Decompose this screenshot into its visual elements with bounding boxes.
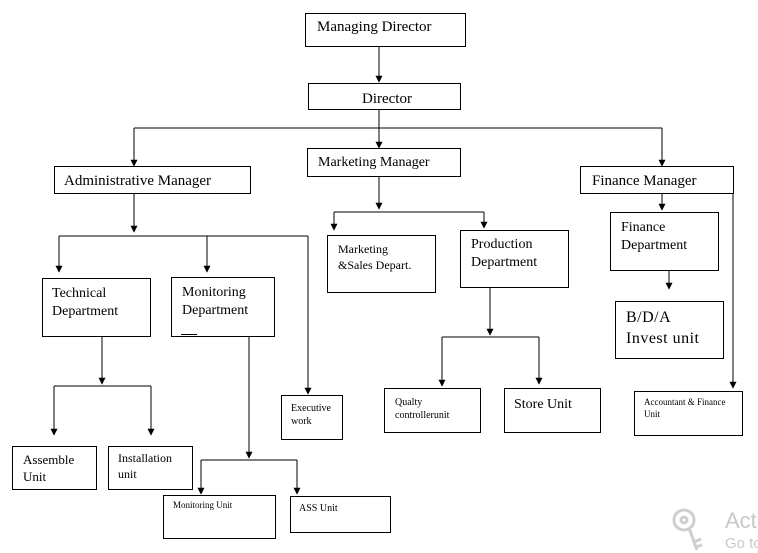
box-bda-invest: B/D/A Invest unit bbox=[615, 301, 724, 359]
label-monitoring-department: Monitoring Department bbox=[182, 285, 249, 319]
monitoring-dept-underline-mark bbox=[181, 334, 197, 335]
box-executive-work: Executive work bbox=[281, 395, 343, 440]
box-marketing-sales: Marketing &Sales Depart. bbox=[327, 235, 436, 293]
label-production-department: Production Department bbox=[471, 237, 538, 271]
label-finance-manager: Finance Manager bbox=[592, 173, 697, 189]
label-ass-unit: ASS Unit bbox=[299, 503, 338, 514]
box-administrative-manager: Administrative Manager bbox=[54, 166, 251, 194]
box-marketing-manager: Marketing Manager bbox=[307, 148, 461, 177]
label-monitoring-unit: Monitoring Unit bbox=[173, 500, 233, 510]
label-finance-department: Finance Department bbox=[621, 220, 688, 254]
label-administrative-manager: Administrative Manager bbox=[64, 173, 212, 189]
box-ass-unit: ASS Unit bbox=[290, 496, 391, 533]
label-marketing-manager: Marketing Manager bbox=[318, 155, 430, 170]
label-technical-department: Technical Department bbox=[52, 286, 119, 320]
watermark-line-2: Go to bbox=[725, 535, 758, 552]
watermark-line-1: Acti bbox=[725, 508, 758, 533]
box-production-department: Production Department bbox=[460, 230, 569, 288]
box-store-unit: Store Unit bbox=[504, 388, 601, 433]
box-assemble-unit: Assemble Unit bbox=[12, 446, 97, 490]
activation-watermark: Acti Go to bbox=[668, 504, 758, 553]
box-quality-controller: Qualty controllerunit bbox=[384, 388, 481, 433]
box-finance-manager: Finance Manager bbox=[580, 166, 734, 194]
box-technical-department: Technical Department bbox=[42, 278, 151, 337]
box-accountant-finance: Accountant & Finance Unit bbox=[634, 391, 743, 436]
label-managing-director: Managing Director bbox=[317, 19, 432, 35]
box-monitoring-unit: Monitoring Unit bbox=[163, 495, 276, 539]
label-director: Director bbox=[362, 91, 412, 107]
key-icon bbox=[672, 508, 703, 551]
label-accountant-finance: Accountant & Finance Unit bbox=[644, 397, 726, 419]
box-installation-unit: Installation unit bbox=[108, 446, 193, 490]
box-director: Director bbox=[308, 83, 461, 110]
box-finance-department: Finance Department bbox=[610, 212, 719, 271]
box-managing-director: Managing Director bbox=[305, 13, 466, 47]
label-bda-invest: B/D/A Invest unit bbox=[626, 309, 700, 347]
label-quality-controller: Qualty controllerunit bbox=[395, 397, 450, 421]
label-assemble-unit: Assemble Unit bbox=[23, 452, 75, 484]
box-monitoring-department: Monitoring Department bbox=[171, 277, 275, 337]
label-executive-work: Executive work bbox=[291, 403, 331, 427]
label-marketing-sales: Marketing &Sales Depart. bbox=[338, 242, 412, 272]
label-installation-unit: Installation unit bbox=[118, 451, 172, 481]
label-store-unit: Store Unit bbox=[514, 397, 572, 412]
